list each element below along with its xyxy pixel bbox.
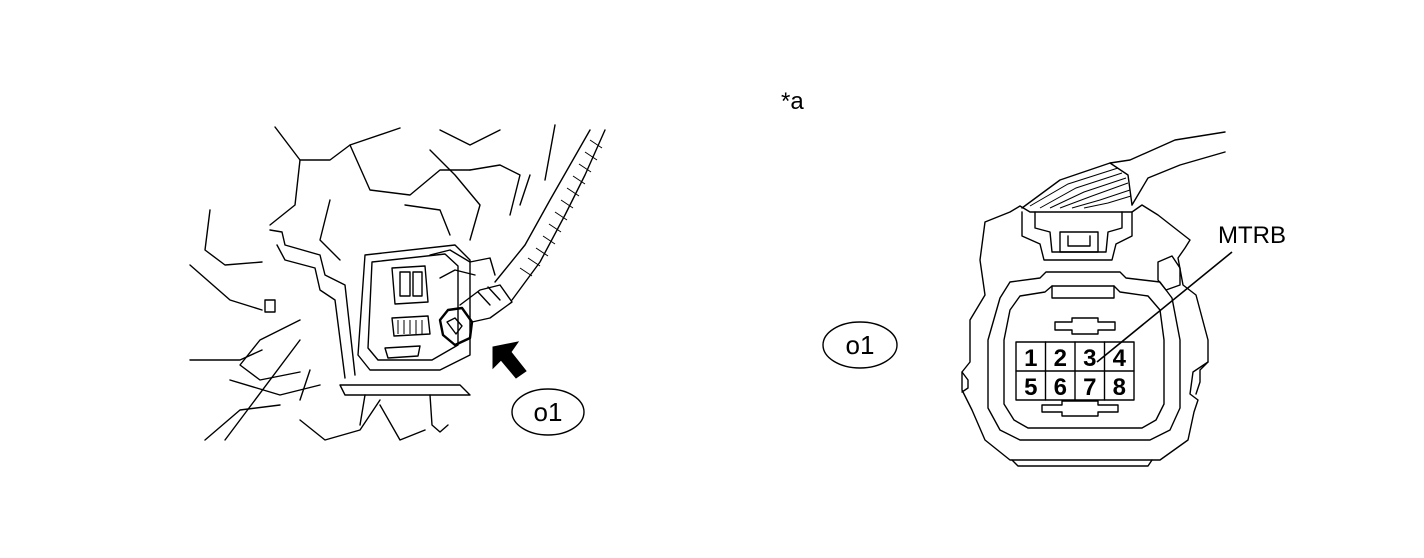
arrow-icon xyxy=(492,341,527,379)
pin-8: 8 xyxy=(1113,374,1126,401)
connector-front-view: 1 2 3 4 5 6 7 8 xyxy=(961,131,1233,467)
connector-code-callout-left: o1 xyxy=(511,388,585,436)
connector-code-right: o1 xyxy=(846,330,875,360)
pin-5: 5 xyxy=(1024,374,1037,401)
engine-bay-illustration xyxy=(189,124,606,441)
pin-1: 1 xyxy=(1024,345,1037,372)
terminal-leader-line xyxy=(1096,251,1233,363)
pin-3: 3 xyxy=(1083,345,1096,372)
connector-code-left: o1 xyxy=(534,397,563,427)
terminal-label-mtrb: MTRB xyxy=(1218,222,1286,249)
pin-7: 7 xyxy=(1083,374,1096,401)
pin-4: 4 xyxy=(1113,345,1127,372)
pin-6: 6 xyxy=(1054,374,1067,401)
view-marker-label: *a xyxy=(781,88,804,115)
pin-2: 2 xyxy=(1054,345,1067,372)
connector-code-callout-right: o1 xyxy=(822,321,898,369)
